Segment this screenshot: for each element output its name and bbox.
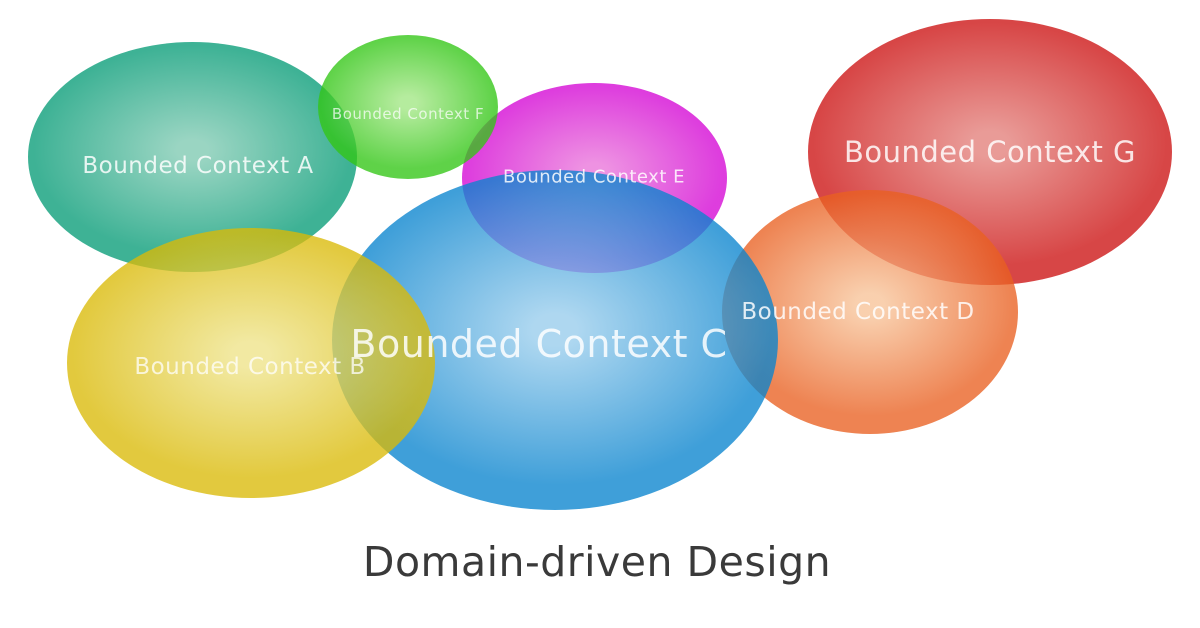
- context-d-label: Bounded Context D: [741, 299, 975, 325]
- context-f-label: Bounded Context F: [331, 105, 485, 123]
- context-g-label: Bounded Context G: [843, 135, 1137, 169]
- context-e-label: Bounded Context E: [503, 166, 685, 188]
- context-a-label: Bounded Context A: [82, 153, 314, 179]
- diagram-title: Domain-driven Design: [362, 538, 832, 586]
- context-f-ellipse: [318, 35, 498, 179]
- context-b-label: Bounded Context B: [134, 354, 366, 380]
- context-c-label: Bounded Context C: [350, 322, 728, 366]
- context-b-ellipse: [67, 228, 435, 498]
